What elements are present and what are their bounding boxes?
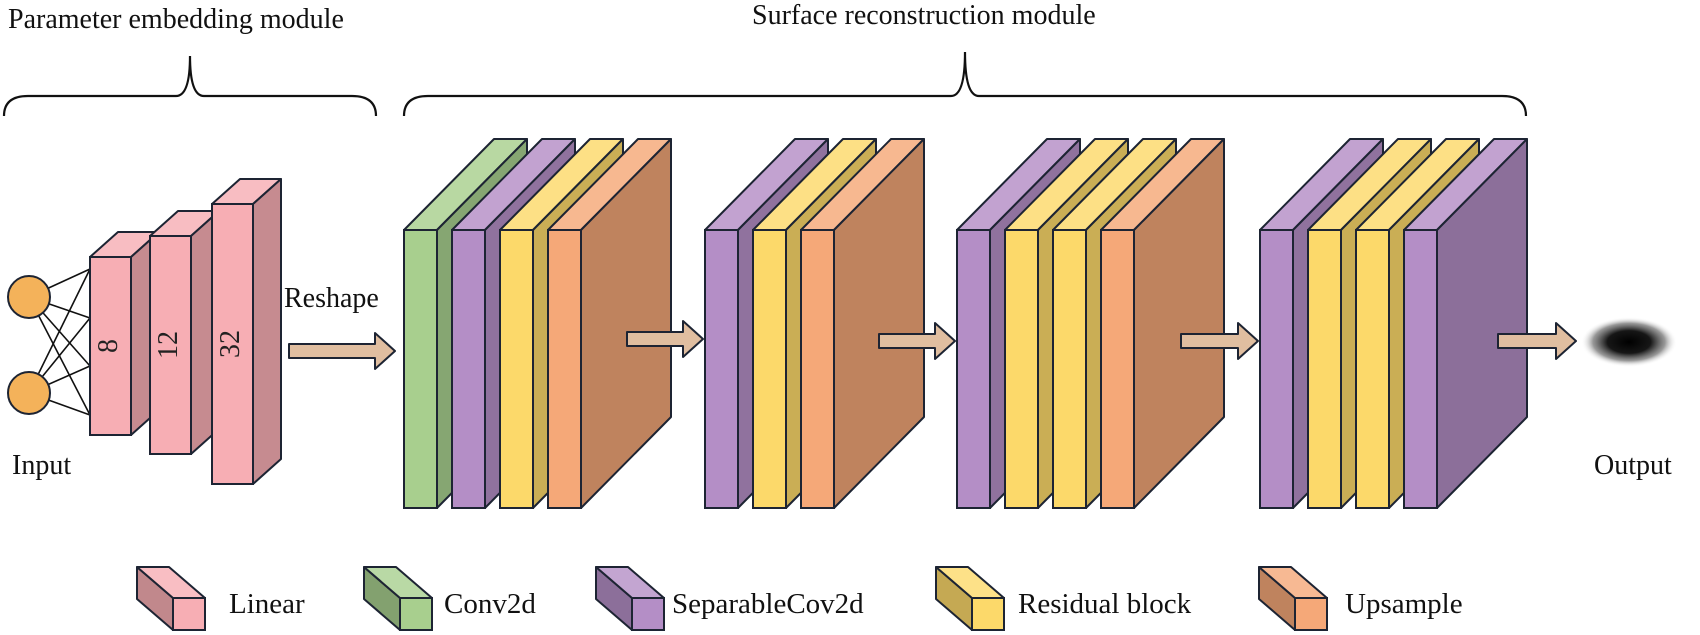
layer-residual-front [1052, 229, 1087, 509]
legend-icon-front [971, 597, 1005, 631]
reconstruction-module-title: Surface reconstruction module [752, 0, 1096, 31]
legend-label-residual: Residual block [1018, 588, 1192, 620]
linear-layer-3: 32 [211, 178, 282, 485]
layer-residual-front [1307, 229, 1342, 509]
linear-layer-2-front [149, 235, 192, 455]
layer-separable-front [1403, 229, 1438, 509]
layer-separable-front [1259, 229, 1294, 509]
legend-icon-conv2d [363, 566, 433, 631]
linear-layer-3-side [252, 178, 282, 485]
flow-arrows [288, 320, 1577, 370]
output-blob [1581, 317, 1677, 367]
input-label: Input [12, 450, 72, 481]
legend-icon-front [172, 597, 206, 631]
linear-layer-size-label: 32 [215, 330, 246, 358]
legend-label-separable: SeparableCov2d [672, 588, 864, 620]
block2-to-block3-arrow [878, 322, 956, 360]
conv-block-1 [403, 138, 672, 509]
layer-conv2d-front [403, 229, 438, 509]
linear-layer-3-front [211, 203, 254, 485]
connection-line [28, 268, 91, 394]
input-neurons [7, 268, 91, 416]
reconstruction-module-brace [402, 51, 1528, 117]
output-surface-image [1581, 317, 1677, 367]
conv-block-3 [956, 138, 1225, 509]
layer-residual-front [1355, 229, 1390, 509]
layer-separable [1403, 138, 1528, 509]
conv-block-4 [1259, 138, 1528, 509]
module-braces [2, 51, 1528, 117]
block3-to-block4-arrow [1180, 322, 1259, 360]
reshape-arrow [288, 332, 396, 370]
output-label: Output [1594, 450, 1672, 481]
layer-upsample-front [547, 229, 582, 509]
embedding-module-brace [2, 55, 378, 117]
linear-layers: 8 12 32 [89, 178, 282, 485]
legend-icon-front [1294, 597, 1328, 631]
block1-to-block2-arrow [626, 320, 704, 358]
input-neuron-1 [7, 275, 51, 319]
reshape-label: Reshape [284, 283, 379, 314]
layer-upsample-front [1100, 229, 1135, 509]
embedding-module-title: Parameter embedding module [8, 4, 344, 35]
legend-icon-residual [935, 566, 1005, 631]
linear-layer-size-label: 8 [93, 339, 124, 353]
conv-block-2 [704, 138, 925, 509]
linear-layer-1: 8 [89, 231, 160, 436]
legend-icon-front [399, 597, 433, 631]
linear-layer-size-label: 12 [153, 331, 184, 359]
legend-icon-linear [136, 566, 206, 631]
block4-to-output-arrow [1497, 322, 1577, 360]
layer-upsample-front [800, 229, 835, 509]
layer-upsample [1100, 138, 1225, 509]
conv-blocks [403, 138, 1528, 509]
input-neuron-2 [7, 371, 51, 415]
legend-label-upsample: Upsample [1345, 588, 1463, 620]
layer-upsample [547, 138, 672, 509]
layer-separable-front [451, 229, 486, 509]
legend-icon-separable [595, 566, 665, 631]
legend-label-linear: Linear [229, 588, 305, 620]
linear-layer-1-front [89, 256, 132, 436]
layer-separable-front [956, 229, 991, 509]
layer-residual-front [752, 229, 787, 509]
legend-icon-front [631, 597, 665, 631]
legend-label-conv2d: Conv2d [444, 588, 536, 620]
layer-residual-front [499, 229, 534, 509]
layer-residual-front [1004, 229, 1039, 509]
layer-upsample [800, 138, 925, 509]
layer-separable-front [704, 229, 739, 509]
linear-layer-2: 12 [149, 210, 220, 455]
legend [136, 566, 1328, 631]
legend-icon-upsample [1258, 566, 1328, 631]
